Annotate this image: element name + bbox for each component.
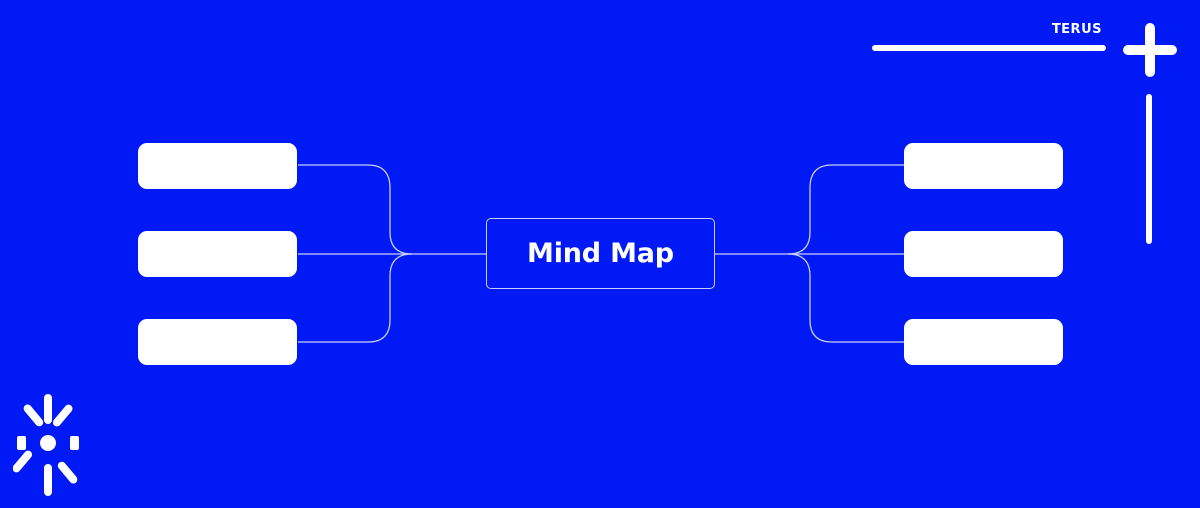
connector-left-top (298, 164, 413, 255)
connector-right-top (787, 164, 904, 255)
center-topic-node: Mind Map (486, 218, 715, 289)
branch-node-left-2 (138, 231, 297, 277)
burst-icon (13, 394, 79, 496)
brand-name: TERUS (1051, 22, 1102, 37)
decorative-horizontal-bar (872, 45, 1106, 51)
branch-node-right-1 (904, 143, 1063, 189)
connector-left-bottom (298, 253, 413, 343)
decorative-vertical-bar (1146, 94, 1152, 244)
branch-node-right-3 (904, 319, 1063, 365)
branch-node-left-1 (138, 143, 297, 189)
branch-node-right-2 (904, 231, 1063, 277)
connector-right-bottom (787, 253, 904, 343)
plus-icon (1123, 23, 1177, 77)
center-topic-label: Mind Map (527, 238, 674, 269)
branch-node-left-3 (138, 319, 297, 365)
